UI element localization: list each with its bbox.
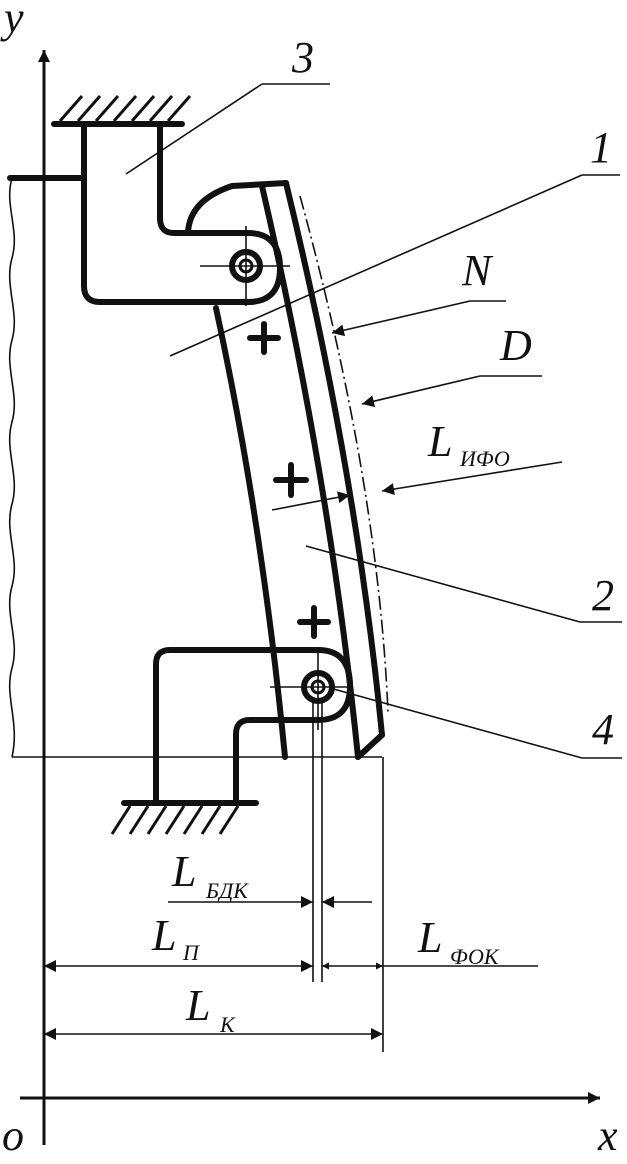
dimension-L-P: L П <box>44 911 313 972</box>
origin-label: o <box>2 1111 24 1160</box>
plus-sign-1 <box>247 321 281 355</box>
label-L-IFO-sub: ИФО <box>459 446 510 471</box>
dimension-L-BDK: L БДК <box>168 847 372 908</box>
leader-2: 2 <box>305 545 622 623</box>
beam-bottom-cap <box>355 732 385 760</box>
callout-3: 3 <box>291 33 314 82</box>
wavy-break-line <box>8 177 16 758</box>
beam-outer-edge <box>283 180 385 738</box>
upper-ground-hatch <box>58 95 192 122</box>
label-L-FOK: L <box>417 913 442 962</box>
leader-1: 1 <box>169 123 620 357</box>
label-L-K-sub: К <box>219 1012 236 1037</box>
callout-2: 2 <box>592 571 614 620</box>
callout-4: 4 <box>592 705 614 754</box>
lower-ground-hatch <box>110 805 240 835</box>
callout-1: 1 <box>590 123 612 172</box>
label-L-IFO: L <box>427 417 452 466</box>
dimension-L-IFO: L ИФО <box>271 417 563 511</box>
label-L-K: L <box>185 981 210 1030</box>
beam-inner-edge <box>213 305 288 760</box>
curved-beam <box>185 180 389 760</box>
contour-D-dashdot <box>299 195 389 713</box>
label-L-FOK-sub: ФОК <box>450 944 500 969</box>
upper-bracket-body <box>81 121 283 305</box>
label-L-BDK-sub: БДК <box>205 878 249 903</box>
label-L-P-sub: П <box>182 940 200 965</box>
plus-signs <box>247 321 331 639</box>
lower-bracket-4 <box>110 647 353 835</box>
label-L-BDK: L <box>171 847 196 896</box>
extension-lines <box>312 700 384 1052</box>
beam-top-cap <box>185 180 289 235</box>
callout-D: D <box>499 321 532 370</box>
leader-D: D <box>361 321 542 408</box>
dimension-L-FOK: L ФОК <box>322 913 538 970</box>
plate-break-edge <box>7 175 382 758</box>
callout-N: N <box>461 246 494 295</box>
leader-N: N <box>331 246 506 337</box>
plus-sign-2 <box>273 462 309 498</box>
y-axis-label: y <box>0 0 24 42</box>
leader-3: 3 <box>125 33 330 175</box>
dimension-L-K: L К <box>44 981 383 1040</box>
plus-sign-3 <box>297 605 331 639</box>
x-axis-label: x <box>597 1111 618 1160</box>
beam-middle-edge <box>259 183 361 760</box>
label-L-P: L <box>151 911 176 960</box>
upper-bracket-3 <box>51 95 290 306</box>
leader-4: 4 <box>329 687 622 759</box>
